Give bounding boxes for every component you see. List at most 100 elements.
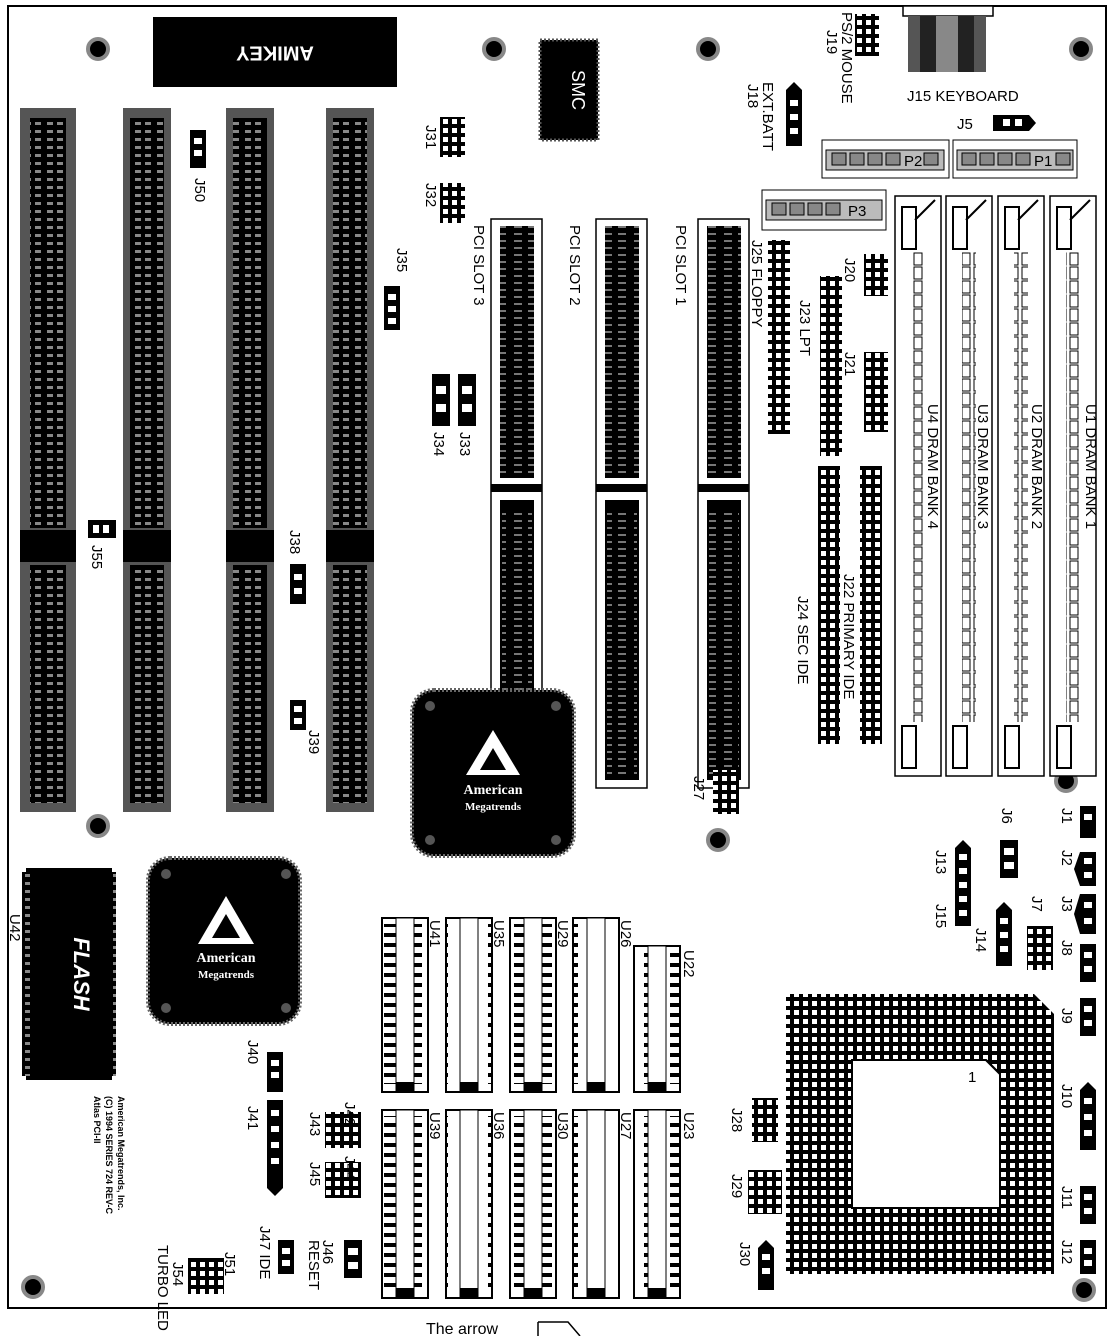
ic-u36: U36 xyxy=(445,1109,507,1299)
dram-bank-3: U3 DRAM BANK 3 xyxy=(945,195,993,777)
lpt-header-j23: J23 LPT xyxy=(796,276,842,456)
jumper-j9: J9 xyxy=(1058,998,1096,1036)
arrow-caption: The arrow xyxy=(426,1321,498,1336)
j42-label: J42 xyxy=(341,1102,358,1126)
u35-label: U35 xyxy=(490,920,507,948)
bank2-label: U2 DRAM BANK 2 xyxy=(1028,404,1045,529)
header-j21: J21 xyxy=(841,352,888,432)
ami-south-line2: Megatrends xyxy=(198,969,255,981)
j35-label: J35 xyxy=(393,248,410,272)
j23-label: J23 LPT xyxy=(796,300,813,356)
j19-label: J19 xyxy=(823,30,840,54)
j14-label: J14 xyxy=(972,928,989,952)
jumper-j55: J55 xyxy=(88,520,116,569)
jumper-j12: J12 xyxy=(1058,1240,1096,1274)
j21-label: J21 xyxy=(841,352,858,376)
primary-ide-header-j22: J22 PRIMARY IDE xyxy=(840,466,882,744)
j45-label: J45 xyxy=(306,1162,323,1186)
u22-label: U22 xyxy=(680,950,697,978)
jumper-j8: J8 xyxy=(1058,940,1096,982)
j47-label: J47 IDE xyxy=(256,1226,273,1279)
j5-label: J5 xyxy=(957,116,973,133)
jumper-j39: J39 xyxy=(290,700,322,754)
jumper-j38: J38 xyxy=(286,530,306,604)
j40-label: J40 xyxy=(244,1040,261,1064)
jumper-j40: J40 xyxy=(244,1040,283,1092)
bank1-label: U1 DRAM BANK 1 xyxy=(1082,404,1099,529)
ic-u23: U23 xyxy=(633,1109,697,1299)
ic-u27: U27 xyxy=(572,1109,634,1299)
power-connector-p3: P3 xyxy=(761,189,887,231)
j38-label: J38 xyxy=(286,530,303,554)
j33-label: J33 xyxy=(456,432,473,456)
jumper-j30: J30 xyxy=(736,1240,774,1290)
header-j20: J20 xyxy=(841,254,888,296)
j9-label: J9 xyxy=(1058,1008,1075,1024)
j10-label: J10 xyxy=(1058,1084,1075,1108)
u27-label: U27 xyxy=(617,1112,634,1140)
jumper-j32: J32 xyxy=(422,183,465,223)
jumper-j6: J6 xyxy=(998,808,1018,878)
jumper-j11: J11 xyxy=(1058,1186,1096,1224)
sec-ide-header-j24: J24 SEC IDE xyxy=(794,466,840,744)
ami-chipset-north: American Megatrends xyxy=(410,688,576,858)
copyright-line2: (C) 1994 SERIES 724 REV-C xyxy=(104,1096,114,1215)
jumper-j50: J50 xyxy=(190,130,208,202)
jumper-j35: J35 xyxy=(384,248,410,330)
ic-u29: U29 xyxy=(509,917,571,1093)
jumper-j1: J1 xyxy=(1058,806,1096,838)
jumper-j27: J27 xyxy=(690,770,739,814)
ic-u30: U30 xyxy=(509,1109,571,1299)
j24-label: J24 SEC IDE xyxy=(794,596,811,684)
j44-label: J44 xyxy=(341,1156,358,1180)
amikey-label: AMIKEY xyxy=(235,42,313,64)
power-connector-p1: P1 xyxy=(952,139,1078,179)
smc-label: SMC xyxy=(568,70,588,110)
reset-label: RESET xyxy=(305,1240,322,1290)
jumper-j5: J5 xyxy=(957,115,1036,133)
pci2-label: PCI SLOT 2 xyxy=(566,225,583,306)
flash-label: FLASH xyxy=(69,937,94,1011)
ami-north-line1: American xyxy=(463,783,522,798)
j18-label: J18 xyxy=(744,84,761,108)
arrow-legend: The arrow xyxy=(426,1321,581,1336)
ami-south-line1: American xyxy=(196,951,255,966)
jumper-j42-j43: J42 J43 xyxy=(306,1102,361,1148)
bank3-label: U3 DRAM BANK 3 xyxy=(974,404,991,529)
jumper-j34: J34 xyxy=(430,374,450,456)
j34-label: J34 xyxy=(430,432,447,456)
flash-chip-u42: FLASH U42 xyxy=(6,868,116,1080)
ext-batt-header: J18 EXT.BATT xyxy=(744,82,802,151)
ps2-mouse-header: J19 PS/2 MOUSE xyxy=(823,12,879,104)
j25-label: J25 FLOPPY xyxy=(748,240,765,328)
jumper-j3: J3 xyxy=(1058,894,1096,934)
dram-bank-1: U1 DRAM BANK 1 xyxy=(1049,195,1099,777)
j31-label: J31 xyxy=(422,125,439,149)
u29-label: U29 xyxy=(554,920,571,948)
j8-label: J8 xyxy=(1058,940,1075,956)
jumper-j44-j45: J44 J45 xyxy=(306,1156,361,1198)
ic-u39: U39 xyxy=(381,1109,443,1299)
copyright-block: American Megatrends, Inc. (C) 1994 SERIE… xyxy=(92,1096,126,1215)
jumper-j14: J14 xyxy=(972,902,1012,966)
j2-label: J2 xyxy=(1058,850,1075,866)
u23-label: U23 xyxy=(680,1112,697,1140)
u36-label: U36 xyxy=(490,1112,507,1140)
dip-row-top: U41 U35 U29 U26 U22 xyxy=(381,917,697,1093)
j54-label: J54 xyxy=(169,1262,186,1286)
ic-u41: U41 xyxy=(381,917,443,1093)
dram-bank-4: U4 DRAM BANK 4 xyxy=(894,195,942,777)
j11-label: J11 xyxy=(1058,1186,1075,1209)
turbo-led-header: J51 J54 TURBO LED xyxy=(154,1245,238,1331)
copyright-line1: American Megatrends, Inc. xyxy=(116,1096,126,1211)
pci3-label: PCI SLOT 3 xyxy=(470,225,487,306)
bank4-label: U4 DRAM BANK 4 xyxy=(924,404,941,529)
ami-north-line2: Megatrends xyxy=(465,801,522,813)
jumper-j28: J28 xyxy=(728,1098,778,1142)
j51-label: J51 xyxy=(221,1252,238,1276)
j20-label: J20 xyxy=(841,258,858,282)
j55-label: J55 xyxy=(88,545,105,569)
j6-label: J6 xyxy=(998,808,1015,824)
j15-keyboard-label: J15 KEYBOARD xyxy=(907,88,1019,105)
u39-label: U39 xyxy=(426,1112,443,1140)
